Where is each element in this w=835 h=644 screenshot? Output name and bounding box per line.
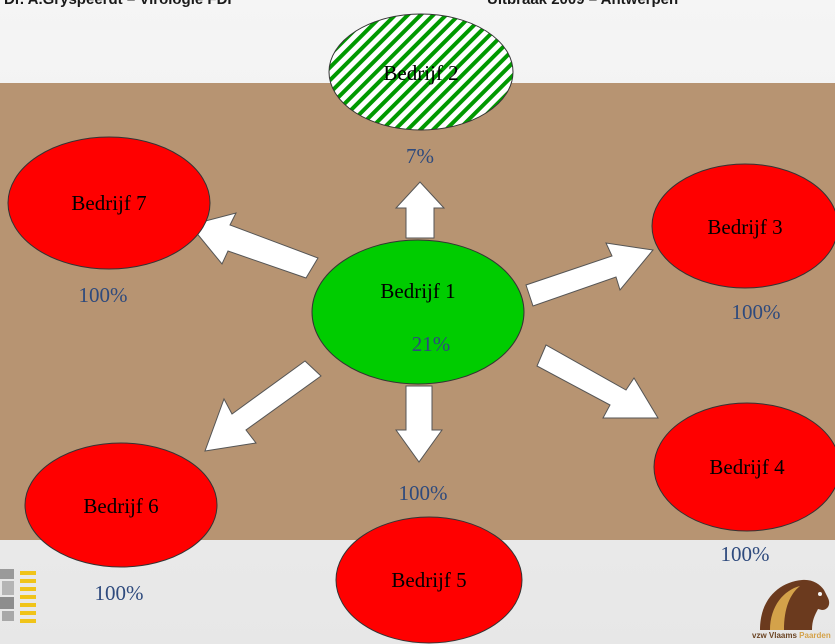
arrows-group [189, 181, 659, 463]
university-logo-icon [0, 569, 36, 623]
horse-logo-caption: vzw Vlaams Paarden [752, 631, 831, 640]
bedrijf5-label: Bedrijf 5 [391, 568, 466, 592]
bedrijf5-percent: 100% [399, 481, 448, 505]
bedrijf4-ellipse [653, 402, 835, 532]
node-bedrijf1: Bedrijf 1 21% [311, 239, 525, 385]
bedrijf3-ellipse [651, 163, 835, 289]
header-event: Uitbraak 2009 – Antwerpen [487, 0, 678, 8]
bedrijf7-ellipse [7, 136, 211, 270]
bedrijf5-ellipse [335, 516, 523, 644]
bedrijf6-percent: 100% [95, 581, 144, 605]
logo-caption-main: vzw Vlaams [752, 631, 797, 640]
bedrijf2-label: Bedrijf 2 [383, 61, 458, 85]
bedrijf1-ellipse [311, 239, 525, 385]
bedrijf6-ellipse [24, 442, 218, 568]
bedrijf4-percent: 100% [721, 542, 770, 566]
bedrijf3-label: Bedrijf 3 [707, 215, 782, 239]
arrow-to-bedrijf5 [395, 385, 443, 463]
arrow-to-bedrijf6 [204, 360, 322, 452]
bedrijf4-label: Bedrijf 4 [709, 455, 785, 479]
bedrijf2-percent: 7% [406, 144, 434, 168]
bedrijf3-percent: 100% [732, 300, 781, 324]
horse-head-logo-icon [760, 579, 830, 630]
arrow-to-bedrijf2 [394, 181, 446, 239]
bedrijf7-label: Bedrijf 7 [71, 191, 146, 215]
arrow-to-bedrijf4 [536, 344, 659, 419]
logo-caption-accent: Paarden [799, 631, 831, 640]
bedrijf1-label: Bedrijf 1 [380, 279, 455, 303]
arrow-to-bedrijf7 [189, 212, 319, 279]
node-bedrijf7: Bedrijf 7 [7, 136, 211, 270]
arrow-to-bedrijf3 [525, 242, 654, 307]
bedrijf6-label: Bedrijf 6 [83, 494, 158, 518]
node-bedrijf3: Bedrijf 3 [651, 163, 835, 289]
bedrijf1-percent: 21% [412, 332, 451, 356]
node-bedrijf2: Bedrijf 2 [328, 13, 514, 131]
bedrijf7-percent: 100% [79, 283, 128, 307]
node-bedrijf5: Bedrijf 5 [335, 516, 523, 644]
bedrijf2-ellipse [328, 13, 514, 131]
node-bedrijf4: Bedrijf 4 [653, 402, 835, 532]
node-bedrijf6: Bedrijf 6 [24, 442, 218, 568]
header-author: Dr. A.Gryspeerdt – Virologie FDI [4, 0, 232, 8]
